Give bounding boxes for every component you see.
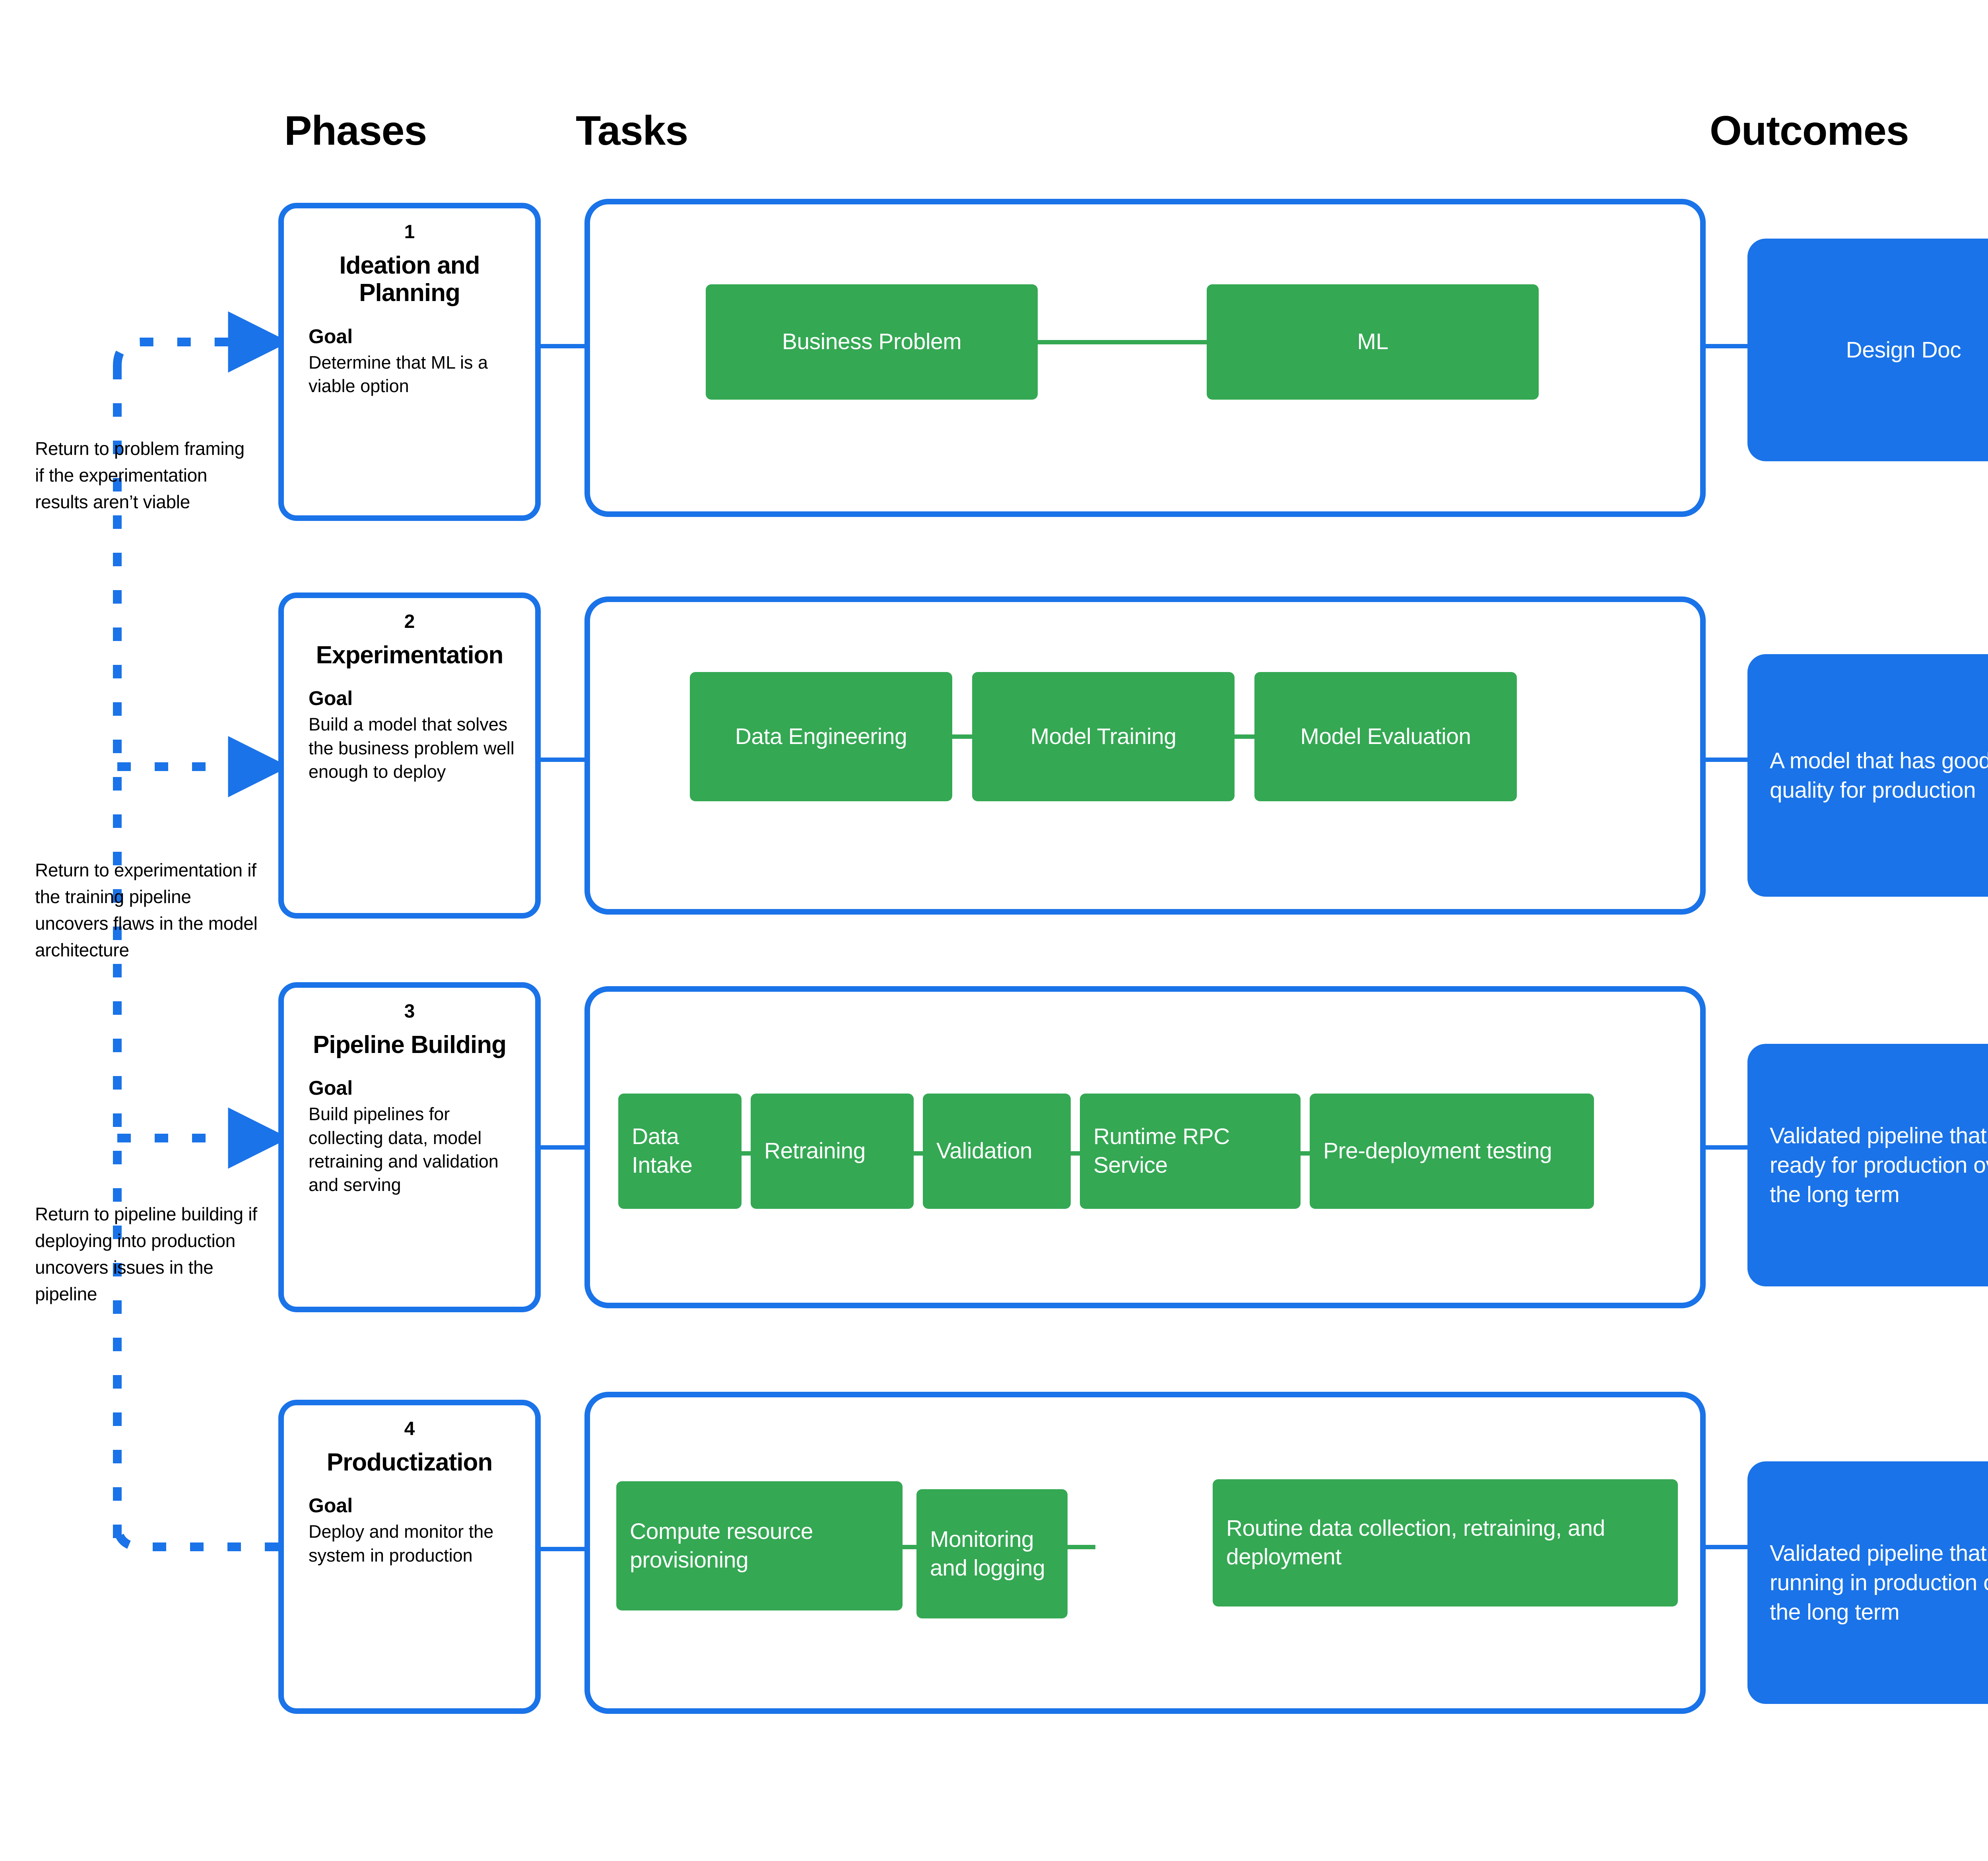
phase-card-3[interactable]: 3 Pipeline Building Goal Build pipelines…	[278, 982, 541, 1312]
task-box[interactable]: Routine data collection, retraining, and…	[1213, 1479, 1678, 1607]
phase-number: 1	[404, 221, 415, 243]
column-header-outcomes: Outcomes	[1710, 108, 1909, 154]
task-connector	[901, 1545, 919, 1549]
feedback-annotation-1: Return to problem framing if the experim…	[35, 438, 245, 513]
link-phase4-to-tasks	[541, 1547, 588, 1551]
feedback-annotation-2: Return to experimentation if the trainin…	[35, 860, 258, 961]
phase-card-4[interactable]: 4 Productization Goal Deploy and monitor…	[278, 1400, 541, 1714]
task-connector	[912, 1151, 924, 1156]
phase-goal-block: Goal Build a model that solves the busin…	[284, 686, 535, 783]
outcome-box[interactable]: Validated pipeline that’s ready for prod…	[1747, 1044, 1988, 1286]
task-box[interactable]: Pre-deployment testing	[1310, 1094, 1594, 1209]
link-tasks3-to-outcome	[1702, 1145, 1753, 1150]
phase-goal-block: Goal Determine that ML is a viable optio…	[284, 324, 535, 398]
phase-goal-block: Goal Build pipelines for collecting data…	[284, 1076, 535, 1197]
task-connector	[1066, 1545, 1095, 1549]
task-box[interactable]: Compute resource provisioning	[616, 1481, 903, 1610]
phase-number: 3	[404, 1001, 415, 1022]
column-header-tasks: Tasks	[576, 108, 688, 154]
link-tasks1-to-outcome	[1702, 344, 1753, 348]
task-box[interactable]: Monitoring and logging	[916, 1489, 1068, 1618]
column-header-phases: Phases	[284, 108, 427, 154]
task-box[interactable]: Model Training	[972, 672, 1235, 801]
goal-label: Goal	[309, 1077, 353, 1100]
task-box[interactable]: Data Intake	[618, 1094, 742, 1209]
link-phase3-to-tasks	[541, 1145, 588, 1150]
task-connector	[1299, 1151, 1311, 1156]
goal-text: Deploy and monitor the system in product…	[309, 1521, 494, 1566]
phase-card-2[interactable]: 2 Experimentation Goal Build a model tha…	[278, 592, 541, 919]
task-box[interactable]: Model Evaluation	[1254, 672, 1517, 801]
task-connector	[1070, 1151, 1081, 1156]
goal-label: Goal	[309, 325, 353, 348]
phase-title: Experimentation	[316, 641, 504, 669]
phase-title: Ideation and Planning	[339, 251, 480, 307]
goal-text: Determine that ML is a viable option	[309, 352, 488, 396]
task-box[interactable]: Retraining	[751, 1094, 914, 1209]
goal-label: Goal	[309, 687, 353, 710]
link-phase1-to-tasks	[541, 344, 588, 348]
goal-text: Build pipelines for collecting data, mod…	[309, 1104, 499, 1195]
phase-title: Productization	[326, 1448, 493, 1476]
task-box[interactable]: Validation	[923, 1094, 1071, 1209]
link-phase2-to-tasks	[541, 758, 588, 762]
task-box[interactable]: Data Engineering	[690, 672, 952, 801]
goal-label: Goal	[309, 1494, 353, 1517]
outcome-box[interactable]: A model that has good quality for produc…	[1747, 654, 1988, 897]
phase-number: 4	[404, 1418, 415, 1439]
outcome-box[interactable]: Validated pipeline that’s running in pro…	[1747, 1461, 1988, 1704]
task-box[interactable]: Runtime RPC Service	[1080, 1094, 1301, 1209]
link-tasks2-to-outcome	[1702, 758, 1753, 762]
outcome-box[interactable]: Design Doc	[1747, 239, 1988, 461]
link-tasks4-to-outcome	[1702, 1545, 1753, 1549]
task-connector	[740, 1151, 752, 1156]
task-box[interactable]: ML	[1207, 284, 1539, 400]
phase-goal-block: Goal Deploy and monitor the system in pr…	[284, 1494, 535, 1567]
phase-card-1[interactable]: 1 Ideation and Planning Goal Determine t…	[278, 203, 541, 521]
task-connector	[950, 734, 974, 739]
phase-title: Pipeline Building	[313, 1031, 507, 1059]
task-connector	[1233, 734, 1256, 739]
phase-number: 2	[404, 611, 415, 632]
feedback-annotation-3: Return to pipeline building if deploying…	[35, 1204, 257, 1305]
task-box[interactable]: Business Problem	[706, 284, 1038, 400]
goal-text: Build a model that solves the business p…	[309, 714, 514, 782]
task-connector	[1036, 340, 1209, 344]
